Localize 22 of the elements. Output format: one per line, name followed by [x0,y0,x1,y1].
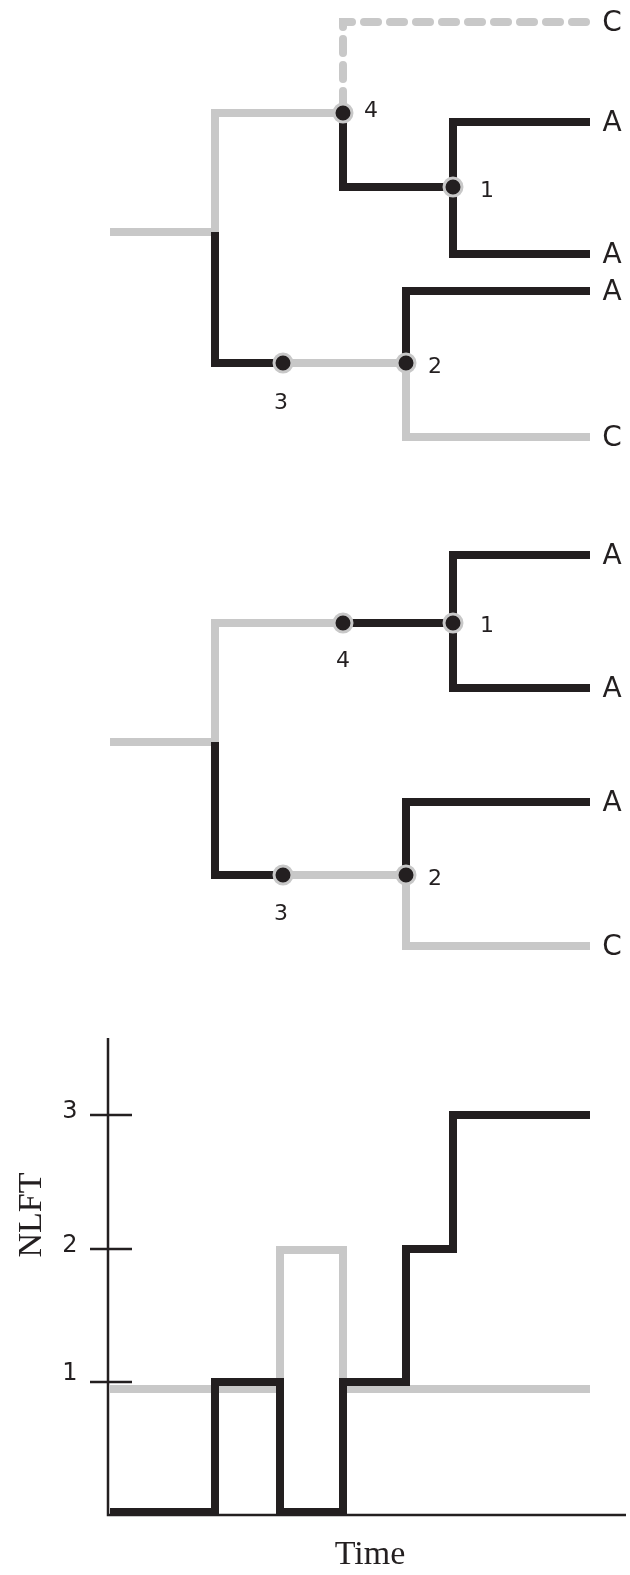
tip-label: C [602,423,622,451]
tip-label: A [602,788,622,816]
tip-label: A [602,240,622,268]
tip-label: A [602,277,622,305]
node-number: 2 [428,355,442,377]
axis-title: Time [334,1536,406,1570]
tick-label: 1 [62,1360,78,1384]
node-number: 3 [274,902,288,924]
node-number: 4 [364,99,378,121]
node-number: 1 [480,179,494,201]
tick-label: 3 [62,1098,78,1122]
node-number: 1 [480,614,494,636]
node-number: 3 [274,391,288,413]
tick-label: 2 [62,1232,78,1256]
tip-label: A [602,108,622,136]
tip-label: C [602,932,622,960]
tip-label: A [602,541,622,569]
node-number: 2 [428,867,442,889]
node-number: 4 [336,649,350,671]
axis-title: NLFT [13,1172,47,1258]
tip-label: C [602,8,622,36]
tip-label: A [602,674,622,702]
